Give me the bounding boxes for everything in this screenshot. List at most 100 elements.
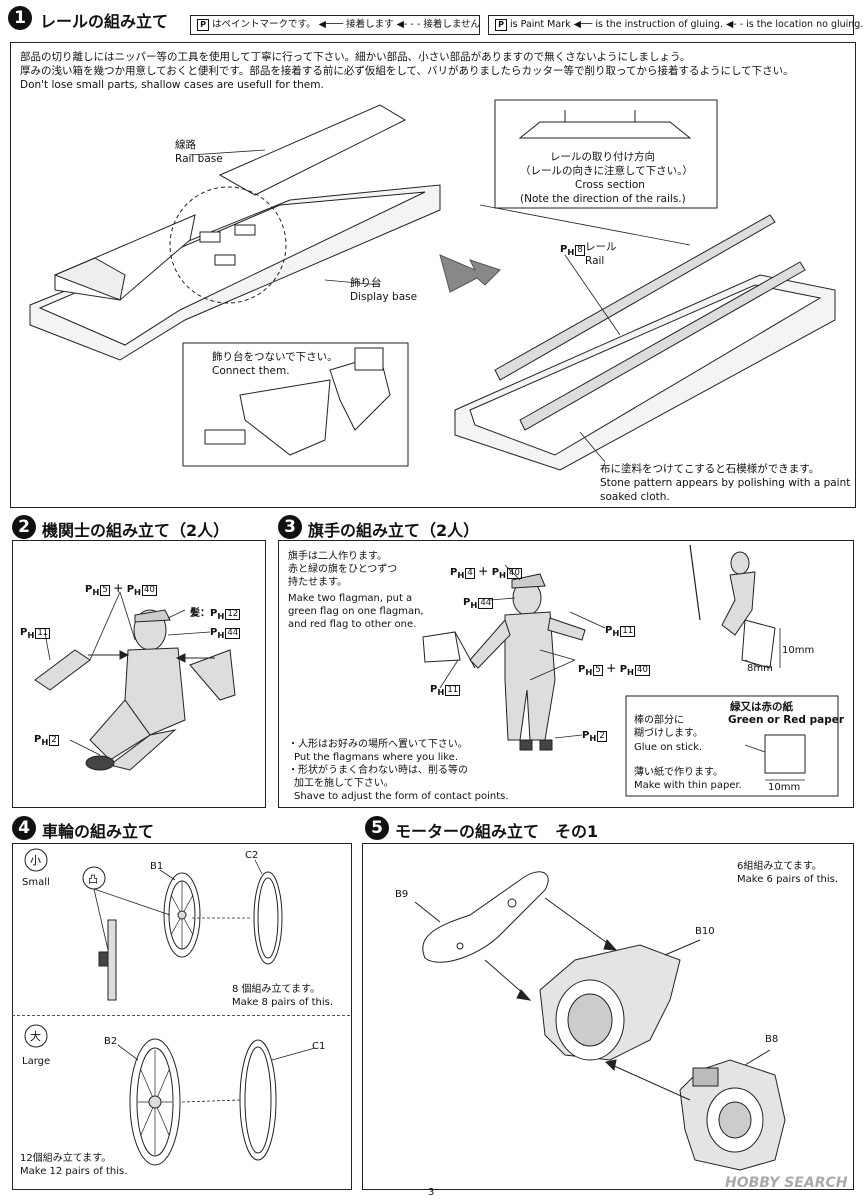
legend-en-glue: is the instruction of gluing. <box>595 19 723 30</box>
part-b10: B10 <box>695 926 715 937</box>
cross-section-1: レールの取り付け方向 <box>550 151 655 163</box>
flag-width-dim: 8mm <box>747 663 773 674</box>
legend-en-paint: is Paint Mark <box>510 19 571 30</box>
make-8-en: Make 8 pairs of this. <box>232 997 334 1008</box>
section-1-title: レールの組み立て <box>40 12 169 31</box>
section-2-title: 機関士の組み立て（2人） <box>42 521 230 540</box>
arrow-dashed-icon: ◀- - <box>725 19 744 30</box>
paint-mark-icon: P <box>495 18 507 31</box>
paper-title-jp: 緑又は赤の紙 <box>730 701 793 713</box>
rail-base-label-en: Rail base <box>175 153 223 165</box>
part-b1: B1 <box>150 861 164 872</box>
cross-section-3: Cross section <box>575 179 645 191</box>
small-size-label: Small <box>22 877 50 888</box>
large-size-label: Large <box>22 1056 51 1067</box>
section-3-number: 3 <box>278 515 302 539</box>
glue-mark-icon: 凸 <box>88 875 98 886</box>
arrow-solid-icon: ◀─── <box>318 19 344 30</box>
part-b9: B9 <box>395 889 409 900</box>
rail-label-en: Rail <box>585 255 605 267</box>
arrow-dashed-icon: ◀- - - <box>396 19 421 30</box>
s3-desc-2: 赤と緑の旗をひとつずつ <box>288 564 398 575</box>
small-size-mark: 小 <box>30 854 41 867</box>
paper-thin-en: Make with thin paper. <box>634 780 742 791</box>
connect-label-jp: 飾り台をつないで下さい。 <box>212 351 338 363</box>
cross-section-2: （レールの向きに注意して下さい。） <box>520 165 693 177</box>
s3-desc-4: Make two flagman, put a <box>288 593 413 604</box>
display-base-label-jp: 飾り台 <box>350 277 382 289</box>
make-12-en: Make 12 pairs of this. <box>20 1166 128 1177</box>
paint-mark-icon: P <box>197 18 209 31</box>
s3-note-3: ・形状がうまく合わない時は、削る等の <box>288 765 468 776</box>
cross-section-4: (Note the direction of the rails.) <box>520 193 686 205</box>
s1-intro-1: 部品の切り離しにはニッパー等の工具を使用して丁寧に行って下さい。細かい部品、小さ… <box>20 51 691 63</box>
make-6-jp: 6組組み立てます。 <box>737 861 822 872</box>
stone-pattern-1: 布に塗料をつけてこすると石模様ができます。 <box>600 463 820 475</box>
display-base-label-en: Display base <box>350 291 418 303</box>
s3-desc-6: and red flag to other one. <box>288 619 417 630</box>
paper-glue-jp-1: 棒の部分に <box>634 715 684 726</box>
part-c1: C1 <box>312 1041 326 1052</box>
legend-jp: P はペイントマークです。 ◀─── 接着します ◀- - - 接着しません <box>190 15 480 35</box>
s3-note-4: 加工を施して下さい。 <box>294 778 394 789</box>
part-c2: C2 <box>245 850 259 861</box>
section-3-title: 旗手の組み立て（2人） <box>308 521 480 540</box>
s3-note-2: Put the flagmans where you like. <box>294 752 459 763</box>
legend-en-noglue: is the location no gluing. <box>746 19 864 30</box>
part-b8: B8 <box>765 1034 779 1045</box>
section-1-number: 1 <box>8 6 32 30</box>
paper-dim: 10mm <box>768 782 801 793</box>
s3-note-1: ・人形はお好みの場所へ置いて下さい。 <box>288 739 468 750</box>
s3-desc-5: green flag on one flagman, <box>288 606 424 617</box>
paper-thin-jp: 薄い紙で作ります。 <box>634 767 723 778</box>
large-size-mark: 大 <box>30 1030 41 1043</box>
section-4-divider <box>12 1015 350 1016</box>
paper-glue-en: Glue on stick. <box>634 742 703 753</box>
part-b2: B2 <box>104 1036 118 1047</box>
paper-glue-jp-2: 糊づけします。 <box>634 728 703 739</box>
section-2-number: 2 <box>12 515 36 539</box>
legend-jp-noglue: 接着しません <box>423 19 481 30</box>
make-6-en: Make 6 pairs of this. <box>737 874 839 885</box>
legend-en: P is Paint Mark ◀── is the instruction o… <box>488 15 863 35</box>
rail-base-label-jp: 線路 <box>175 139 196 151</box>
rail-label-jp: レール <box>585 241 617 253</box>
legend-jp-glue: 接着します <box>346 19 394 30</box>
section-4-number: 4 <box>12 816 36 840</box>
make-12-jp: 12個組み立てます。 <box>20 1153 112 1164</box>
stone-pattern-3: soaked cloth. <box>600 491 670 503</box>
make-8-jp: 8 個組み立てます。 <box>232 984 321 995</box>
s3-note-5: Shave to adjust the form of contact poin… <box>294 791 509 802</box>
section-4-title: 車輪の組み立て <box>42 822 155 841</box>
page-number: 3 <box>428 1187 435 1198</box>
legend-jp-paint: はペイントマークです。 <box>212 19 316 30</box>
section-5-number: 5 <box>365 816 389 840</box>
watermark: HOBBY SEARCH <box>725 1175 848 1191</box>
connect-label-en: Connect them. <box>212 365 290 377</box>
stone-pattern-2: Stone pattern appears by polishing with … <box>600 477 851 489</box>
arrow-solid-icon: ◀── <box>573 19 593 30</box>
s1-intro-2: 厚みの浅い箱を幾つか用意しておくと便利です。部品を接着する前に必ず仮組をして、バ… <box>20 65 794 77</box>
s1-intro-3: Don't lose small parts, shallow cases ar… <box>20 79 324 91</box>
flag-height-dim: 10mm <box>782 645 815 656</box>
paper-title-en: Green or Red paper <box>728 714 845 726</box>
section-5-title: モーターの組み立て その1 <box>395 822 599 841</box>
s3-desc-3: 持たせます。 <box>288 577 347 588</box>
s3-desc-1: 旗手は二人作ります。 <box>288 551 387 562</box>
